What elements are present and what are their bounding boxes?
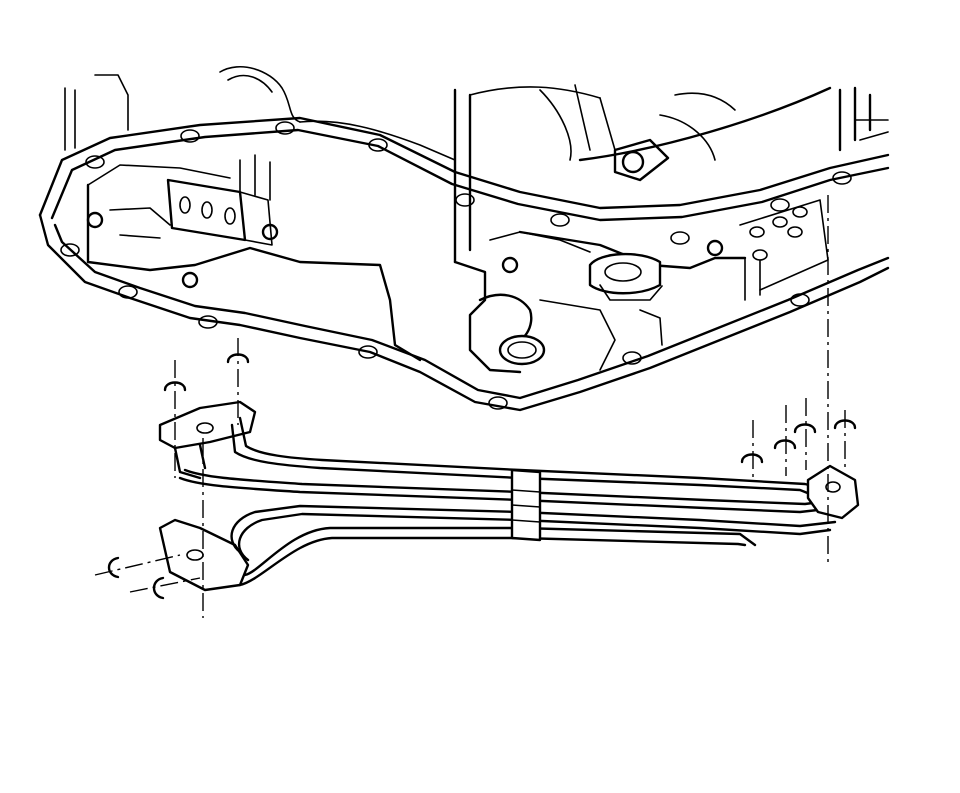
seal-ring	[793, 423, 817, 434]
pipe-clamp	[510, 468, 542, 542]
seal-ring	[740, 453, 764, 464]
alignment-lines	[94, 195, 846, 618]
oil-pipe-assembly	[158, 400, 860, 592]
seal-ring	[107, 556, 120, 579]
seal-ring	[152, 576, 165, 600]
oil-pan-gasket-surface	[38, 116, 890, 412]
upper-pipe-flange	[158, 400, 257, 450]
valve-body-casting	[86, 138, 829, 374]
seal-ring	[163, 381, 187, 392]
lower-pipe-flange	[158, 518, 250, 592]
seal-ring	[773, 439, 797, 450]
